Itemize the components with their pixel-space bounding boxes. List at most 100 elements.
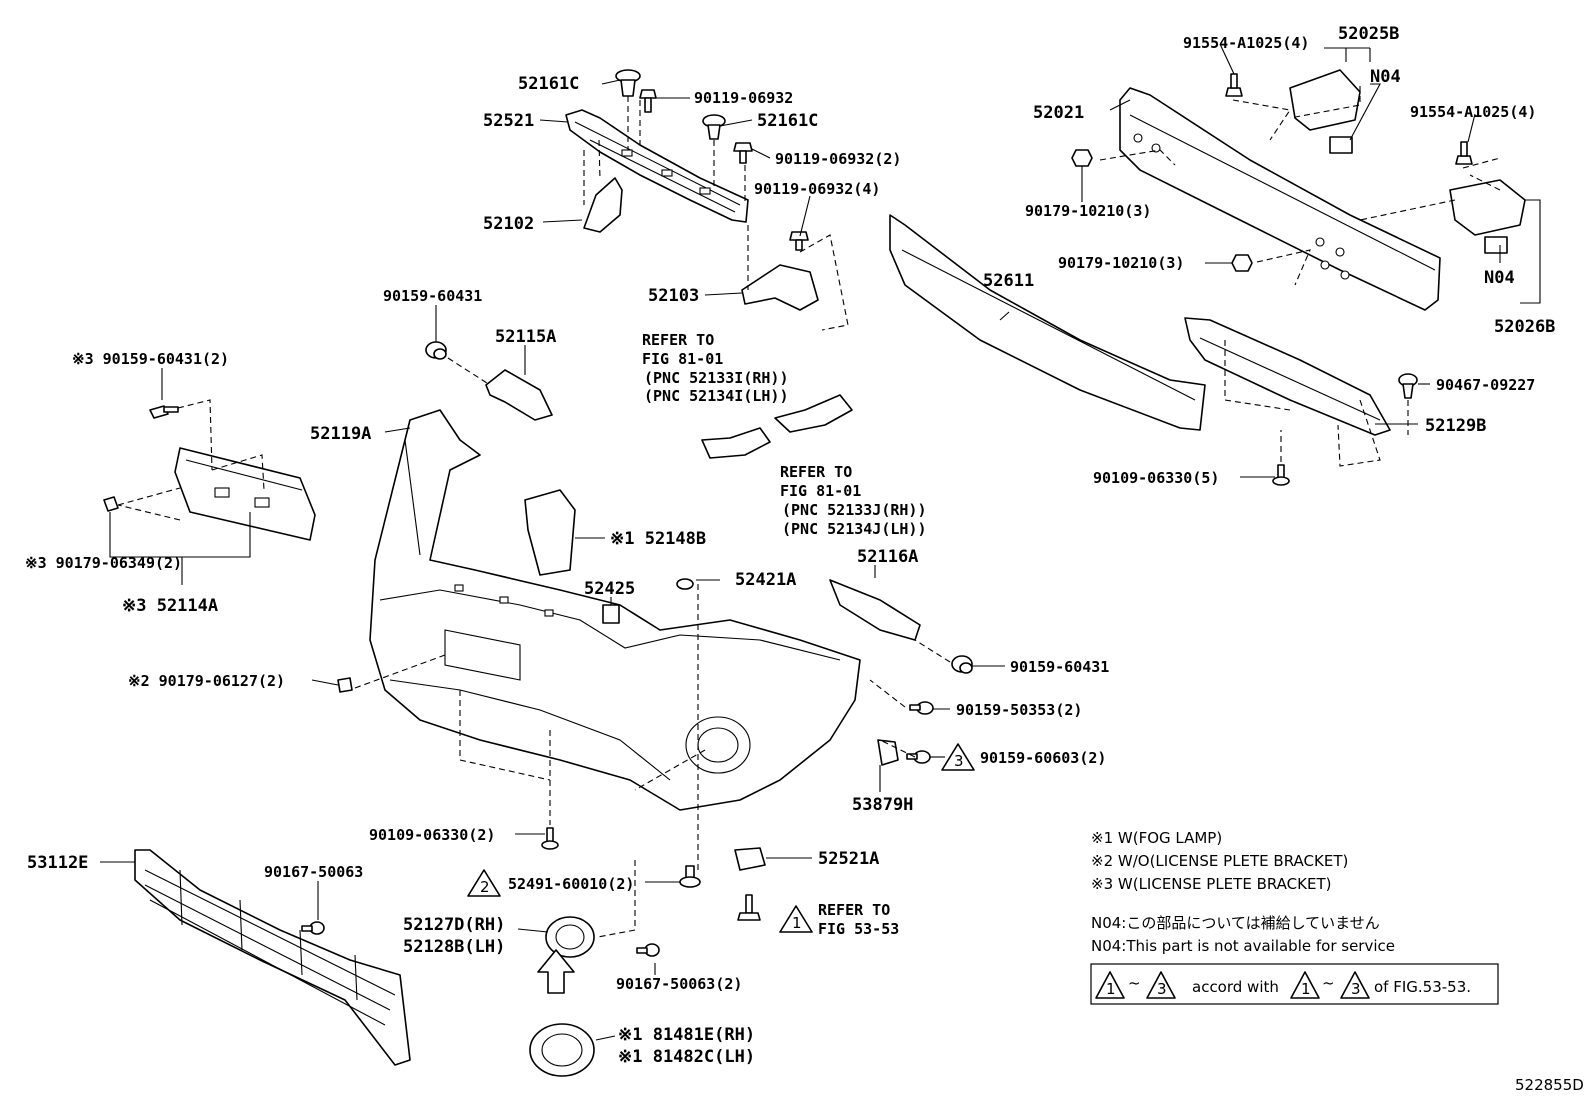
label-52119a: 52119A (310, 424, 371, 444)
triangle-mark-3-text: 3 (954, 752, 964, 770)
refer-c-line-1: REFER TO (818, 901, 890, 919)
bolt-90109-06330-2-icon (541, 827, 559, 850)
refer-block-a: REFER TO FIG 81-01 (PNC 52133I(RH)) (PNC… (642, 331, 789, 405)
legend-box-accord: accord with (1192, 978, 1279, 996)
label-90179-10210-3-b: 90179-10210(3) (1058, 254, 1184, 272)
legend-box-tri-3: 3 (1157, 980, 1167, 998)
part-labels: 52161C 90119-06932 52521 52161C 90119-06… (25, 24, 1555, 1067)
refer-block-c: REFER TO FIG 53-53 (818, 901, 899, 938)
nut-90159-60431-b-icon (951, 655, 973, 674)
label-90159-50353-2: 90159-50353(2) (956, 701, 1082, 719)
label-52161c-b: 52161C (757, 111, 818, 131)
label-3-52114a: ※3 52114A (122, 596, 218, 616)
label-52521: 52521 (483, 111, 534, 131)
triangle-mark-1-text: 1 (792, 914, 802, 932)
label-52127d: 52127D(RH) (403, 915, 505, 935)
license-bracket-52114a-shape (174, 447, 316, 541)
label-52421a: 52421A (735, 570, 796, 590)
bracket-52521a-shape (734, 847, 766, 871)
arm-52026b-shape (1449, 179, 1526, 254)
label-52116a: 52116A (857, 547, 918, 567)
legend-n04-en: N04:This part is not available for servi… (1091, 937, 1395, 955)
fog-housing-52127d-shape (545, 916, 595, 958)
refer-b-line-3: (PNC 52133J(RH)) (782, 501, 927, 519)
figure-code: 522855D (1515, 1076, 1584, 1094)
legend-accord-box (1090, 963, 1499, 1005)
harness-a-shape (701, 427, 771, 459)
label-90159-60431-a: 90159-60431 (383, 287, 482, 305)
label-90167-50063-2: 90167-50063(2) (616, 975, 742, 993)
clip-90467-09227-icon (1398, 373, 1418, 399)
bolt-90119-06932-2-icon (733, 142, 753, 164)
label-90179-10210-3-a: 90179-10210(3) (1025, 202, 1151, 220)
nut-90179-10210-b-icon (1231, 254, 1253, 272)
label-90159-60431-b: 90159-60431 (1010, 658, 1109, 676)
label-52128b: 52128B(LH) (403, 937, 505, 957)
arrow-up-icon (537, 949, 575, 994)
label-3-90159-60431-2: ※3 90159-60431(2) (72, 350, 229, 368)
refer-a-line-4: (PNC 52134I(LH)) (644, 387, 789, 405)
label-2-90179-06127-2: ※2 90179-06127(2) (128, 672, 285, 690)
refer-b-line-4: (PNC 52134J(LH)) (782, 520, 927, 538)
clip-52161c-b-icon (702, 114, 726, 140)
screw-90159-50353-icon (909, 701, 934, 715)
label-91554-a1025-4-a: 91554-A1025(4) (1183, 34, 1309, 52)
dashed-guides (117, 86, 1501, 938)
spacer-52116a-shape (829, 579, 921, 641)
clip-52161c-a-icon (615, 69, 641, 97)
label-90159-60603-2: 90159-60603(2) (980, 749, 1106, 767)
legend: ※1 W(FOG LAMP) ※2 W/O(LICENSE PLETE BRAC… (1090, 829, 1499, 1005)
label-52115a: 52115A (495, 327, 556, 347)
triangle-mark-2-icon: 2 (467, 869, 501, 897)
leader-lines (100, 43, 1541, 1041)
refer-a-line-3: (PNC 52133I(RH)) (644, 369, 789, 387)
label-52021: 52021 (1033, 103, 1084, 123)
label-n04-b: N04 (1484, 268, 1515, 288)
label-90119-06932: 90119-06932 (694, 89, 793, 107)
label-90167-50063: 90167-50063 (264, 863, 363, 881)
reinforcement-52021-shape (1119, 87, 1441, 311)
label-53112e: 53112E (27, 853, 88, 873)
triangle-mark-3-icon: 3 (941, 743, 975, 771)
legend-box-tri-1b: 1 (1301, 980, 1311, 998)
label-52611: 52611 (983, 271, 1034, 291)
label-52129b: 52129B (1425, 416, 1486, 436)
nut-90159-60431-a-icon (425, 341, 447, 360)
refer-c-line-2: FIG 53-53 (818, 920, 899, 938)
legend-line-2: ※2 W/O(LICENSE PLETE BRACKET) (1091, 852, 1348, 870)
label-1-81482c: ※1 81482C(LH) (618, 1047, 755, 1067)
label-91554-a1025-4-b: 91554-A1025(4) (1410, 103, 1536, 121)
triangle-mark-1-icon: 1 (779, 905, 813, 933)
refer-a-line-1: REFER TO (642, 331, 714, 349)
nut-90179-10210-a-icon (1071, 149, 1093, 167)
retainer-52521-shape (565, 109, 749, 223)
triangle-mark-2-text: 2 (480, 878, 490, 896)
legend-line-3: ※3 W(LICENSE PLETE BRACKET) (1091, 875, 1331, 893)
bolt-91554-a1025-b-icon (1455, 141, 1473, 165)
pad-52425-shape (602, 604, 620, 624)
clip-52491-60010-icon (679, 865, 701, 888)
bolt-90119-06932-4-icon (789, 231, 809, 251)
lower-grille-53112e-shape (134, 849, 411, 1066)
label-52425: 52425 (584, 579, 635, 599)
clip-90179-06349-icon (103, 496, 119, 512)
label-3-90179-06349-2: ※3 90179-06349(2) (25, 554, 182, 572)
harness-b-shape (774, 394, 853, 433)
label-52103: 52103 (648, 286, 699, 306)
label-52102: 52102 (483, 214, 534, 234)
label-90119-06932-2: 90119-06932(2) (775, 150, 901, 168)
legend-box-tilde-b: ~ (1322, 974, 1335, 992)
lower-support-52129b-shape (1184, 317, 1391, 436)
label-53879h: 53879H (852, 795, 913, 815)
label-90109-06330-5: 90109-06330(5) (1093, 469, 1219, 487)
cover-52148b-shape (524, 489, 576, 576)
label-90467-09227: 90467-09227 (1436, 376, 1535, 394)
bolt-90109-06330-5-icon (1272, 464, 1290, 486)
legend-box-tri-3b: 3 (1351, 980, 1361, 998)
label-1-52148b: ※1 52148B (610, 529, 706, 549)
refer-b-line-2: FIG 81-01 (780, 482, 861, 500)
label-90119-06932-4: 90119-06932(4) (754, 180, 880, 198)
refer-b-line-1: REFER TO (780, 463, 852, 481)
clip-52421a-icon (676, 578, 694, 590)
bracket-52102-shape (583, 177, 623, 233)
